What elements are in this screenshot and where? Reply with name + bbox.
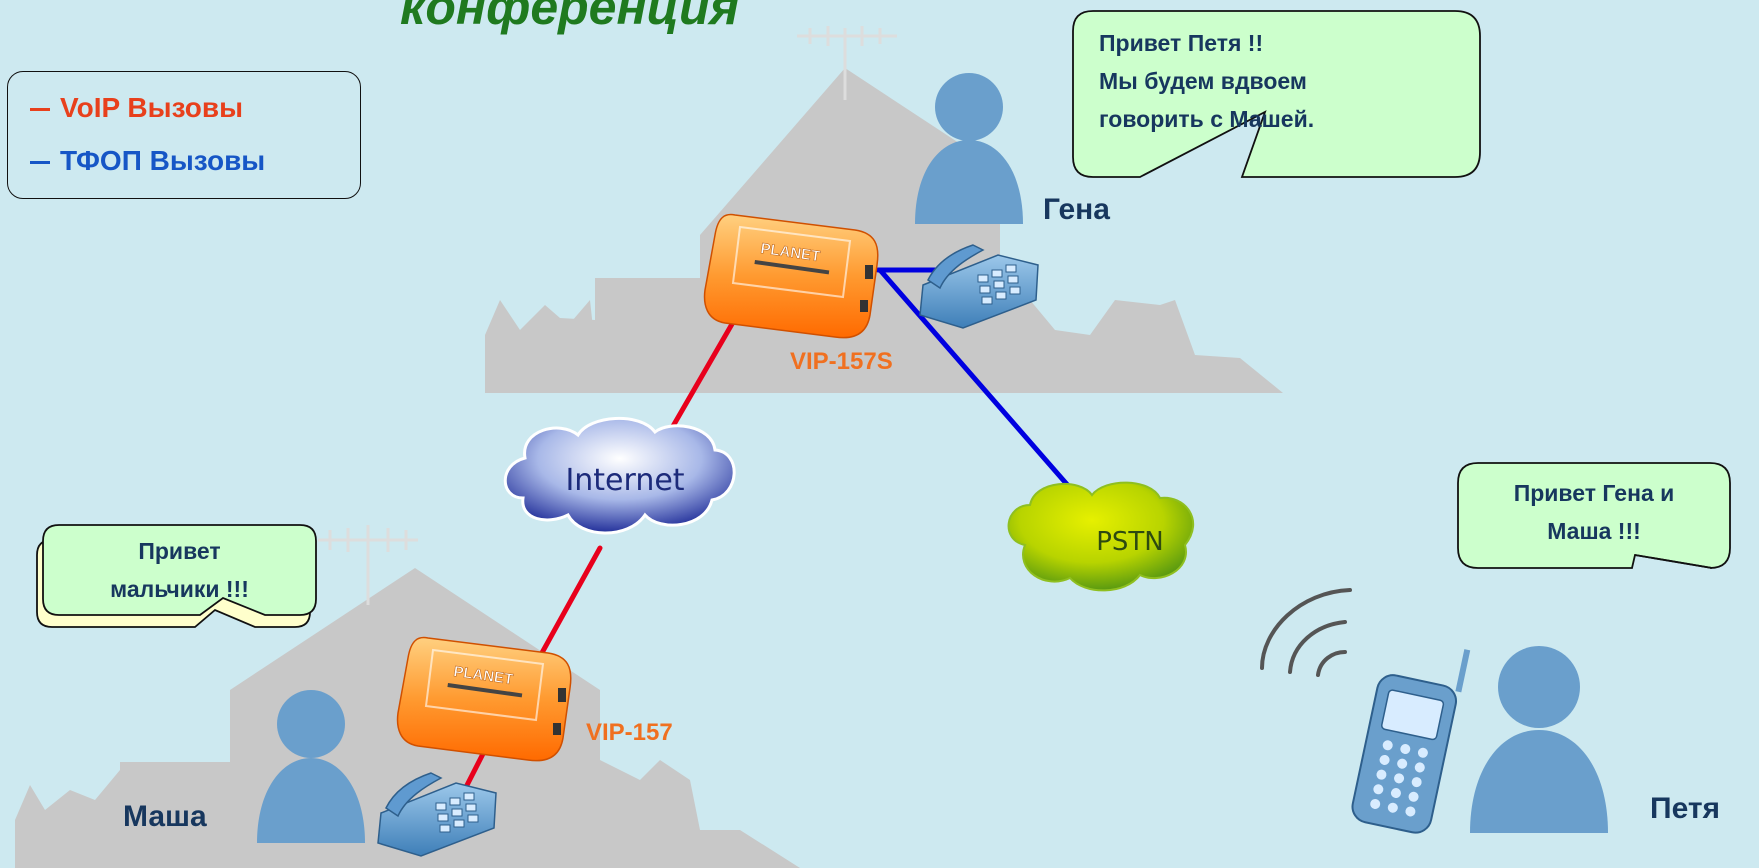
name-petya: Петя bbox=[1650, 792, 1721, 825]
person-icon-masha bbox=[257, 690, 365, 843]
antenna-icon-bottom bbox=[318, 525, 418, 605]
gateway-top-label: VIP-157S bbox=[790, 348, 893, 375]
speech-line: Привет bbox=[138, 538, 221, 564]
signal-waves-icon bbox=[1260, 588, 1352, 677]
gateway-bottom-label: VIP-157 bbox=[586, 719, 673, 746]
house-icon-gena bbox=[485, 68, 1283, 393]
pstn-links bbox=[875, 267, 1081, 500]
voip-line-swatch bbox=[30, 108, 50, 112]
gateway-icon-top: PLANET bbox=[703, 213, 879, 339]
speech-line: говорить с Машей. bbox=[1099, 106, 1315, 132]
legend-item-pstn: ТФОП Вызовы bbox=[30, 145, 265, 177]
person-icon-petya bbox=[1470, 646, 1608, 833]
name-gena: Гена bbox=[1043, 193, 1110, 226]
legend-voip-label: VoIP Вызовы bbox=[60, 92, 244, 123]
speech-text-petya: Привет Гена и Маша !!! bbox=[1458, 474, 1730, 550]
legend-item-voip: VoIP Вызовы bbox=[30, 92, 243, 124]
speech-line: Маша !!! bbox=[1547, 518, 1641, 544]
speech-bubble-petya bbox=[1457, 462, 1731, 569]
person-icon-gena bbox=[915, 73, 1023, 224]
speech-text-gena: Привет Петя !! Мы будем вдвоем говорить … bbox=[1099, 24, 1314, 138]
speech-bubble-gena bbox=[1072, 10, 1481, 178]
antenna-icon-top bbox=[797, 26, 897, 100]
page-title: конференция bbox=[400, 0, 739, 35]
cloud-icon-pstn bbox=[1007, 481, 1195, 592]
legend-pstn-label: ТФОП Вызовы bbox=[60, 145, 266, 176]
cloud-icon-internet bbox=[503, 417, 736, 535]
speech-line: Мы будем вдвоем bbox=[1099, 68, 1307, 94]
mobile-phone-icon bbox=[1351, 649, 1471, 834]
speech-text-masha: Привет мальчики !!! bbox=[43, 532, 316, 608]
speech-line: Привет Гена и bbox=[1513, 480, 1675, 506]
desk-phone-icon-gena bbox=[919, 244, 1039, 329]
gateway-icon-bottom: PLANET bbox=[396, 636, 572, 762]
speech-line: мальчики !!! bbox=[110, 576, 249, 602]
internet-label: Internet bbox=[565, 463, 684, 498]
name-masha: Маша bbox=[123, 800, 207, 833]
pstn-label: PSTN bbox=[1096, 527, 1164, 557]
speech-line: Привет Петя !! bbox=[1099, 30, 1264, 56]
speech-bubble-masha bbox=[36, 524, 317, 628]
desk-phone-icon-masha bbox=[377, 772, 497, 857]
legend: VoIP Вызовы ТФОП Вызовы bbox=[7, 71, 361, 199]
pstn-line-swatch bbox=[30, 161, 50, 165]
